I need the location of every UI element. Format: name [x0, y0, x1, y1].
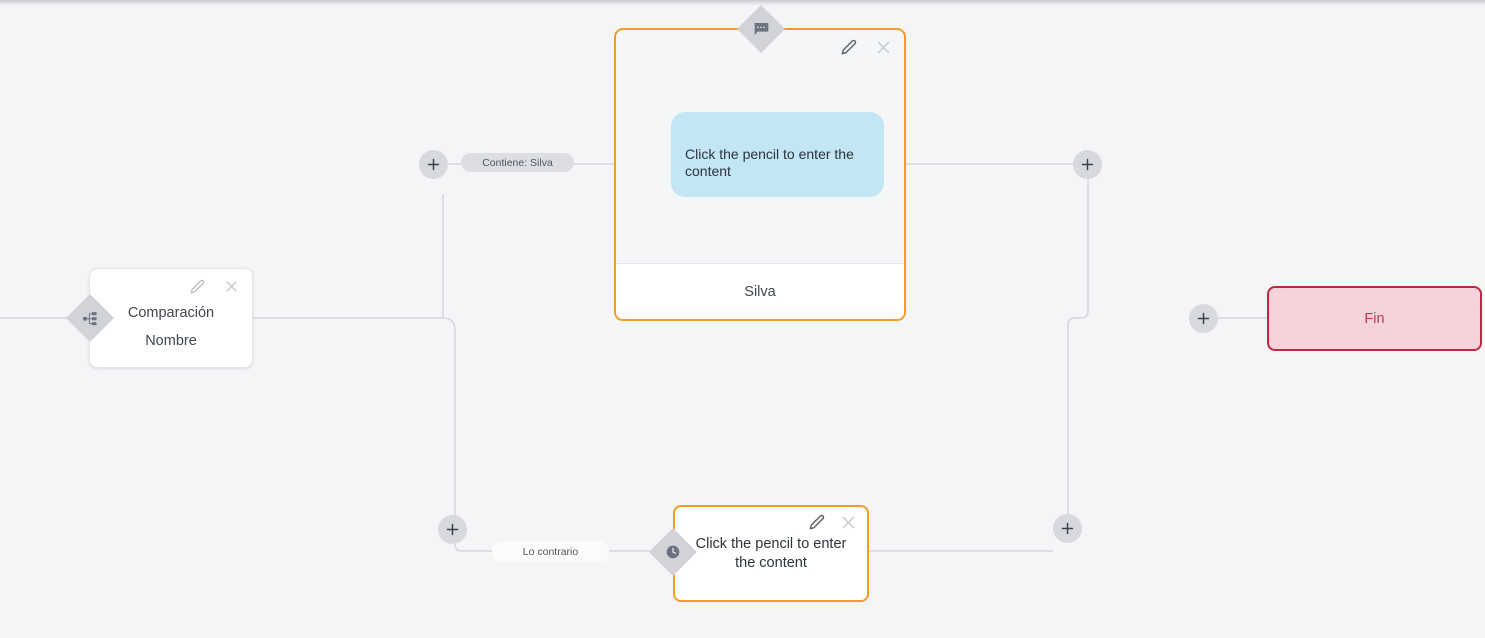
edge-false-to-label	[454, 543, 492, 552]
edge-label-false-branch[interactable]: Lo contrario	[492, 541, 609, 562]
close-icon[interactable]	[839, 513, 857, 531]
node-mensaje-footer: Silva	[616, 263, 904, 319]
node-espera[interactable]: Click the pencil to enter the content	[673, 505, 869, 602]
edit-pencil-icon[interactable]	[840, 38, 858, 56]
node-mensaje-actions	[840, 38, 892, 56]
message-bubble-text: Click the pencil to enter the content	[685, 146, 854, 179]
message-bubble: Click the pencil to enter the content	[671, 112, 884, 197]
close-icon[interactable]	[222, 277, 240, 295]
add-node-true-branch-left[interactable]	[419, 150, 448, 179]
node-espera-body: Click the pencil to enter the content	[675, 507, 867, 573]
edge-true-merge	[1073, 179, 1089, 319]
node-comparacion-type-badge	[65, 293, 115, 343]
edit-pencil-icon[interactable]	[188, 277, 206, 295]
node-espera-actions	[808, 513, 857, 531]
clock-icon	[665, 544, 681, 560]
node-comparacion-body: Comparación Nombre	[90, 269, 252, 355]
edge-label-true-branch[interactable]: Contiene: Silva	[461, 153, 574, 172]
add-node-true-branch-right[interactable]	[1073, 150, 1102, 179]
node-fin[interactable]: Fin	[1267, 286, 1482, 351]
node-mensaje-type-badge	[736, 4, 786, 54]
node-espera-text: Click the pencil to enter the content	[695, 536, 847, 571]
node-comparacion-actions	[188, 277, 240, 295]
add-node-before-end[interactable]	[1189, 304, 1218, 333]
add-node-false-branch-left[interactable]	[438, 515, 467, 544]
close-icon[interactable]	[874, 38, 892, 56]
node-mensaje[interactable]: Click the pencil to enter the content Si…	[614, 28, 906, 321]
sitemap-icon	[83, 311, 98, 326]
node-espera-type-badge	[648, 527, 698, 577]
node-comparacion-subtitle: Nombre	[145, 333, 197, 349]
node-mensaje-footer-text: Silva	[744, 283, 776, 300]
edge-false-merge	[1067, 317, 1076, 514]
node-fin-label: Fin	[1364, 310, 1385, 327]
edge-false-to-label-stub	[468, 529, 492, 551]
add-node-false-branch-right[interactable]	[1053, 514, 1082, 543]
edge-false-down	[438, 317, 456, 530]
node-comparacion-title: Comparación	[127, 305, 215, 321]
edit-pencil-icon[interactable]	[808, 513, 826, 531]
chat-bubble-icon	[753, 21, 769, 37]
